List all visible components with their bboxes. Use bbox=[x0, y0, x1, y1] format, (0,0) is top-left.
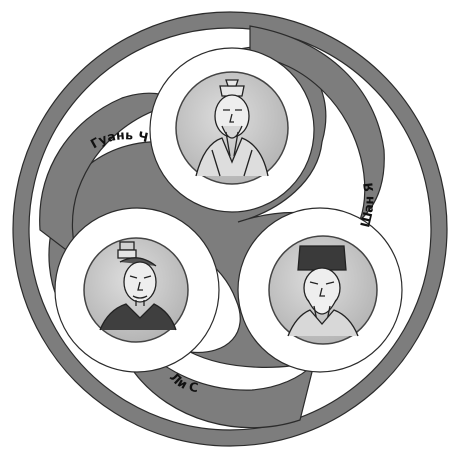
portrait-medallion-top bbox=[176, 72, 288, 184]
portrait-medallion-right bbox=[269, 236, 377, 344]
portrait-medallion-left bbox=[84, 238, 188, 342]
figure-label-guan-zhong: Гуань Чжун bbox=[0, 0, 150, 151]
figure-label-guan-zhong-text: Гуань Чжун bbox=[0, 0, 150, 151]
